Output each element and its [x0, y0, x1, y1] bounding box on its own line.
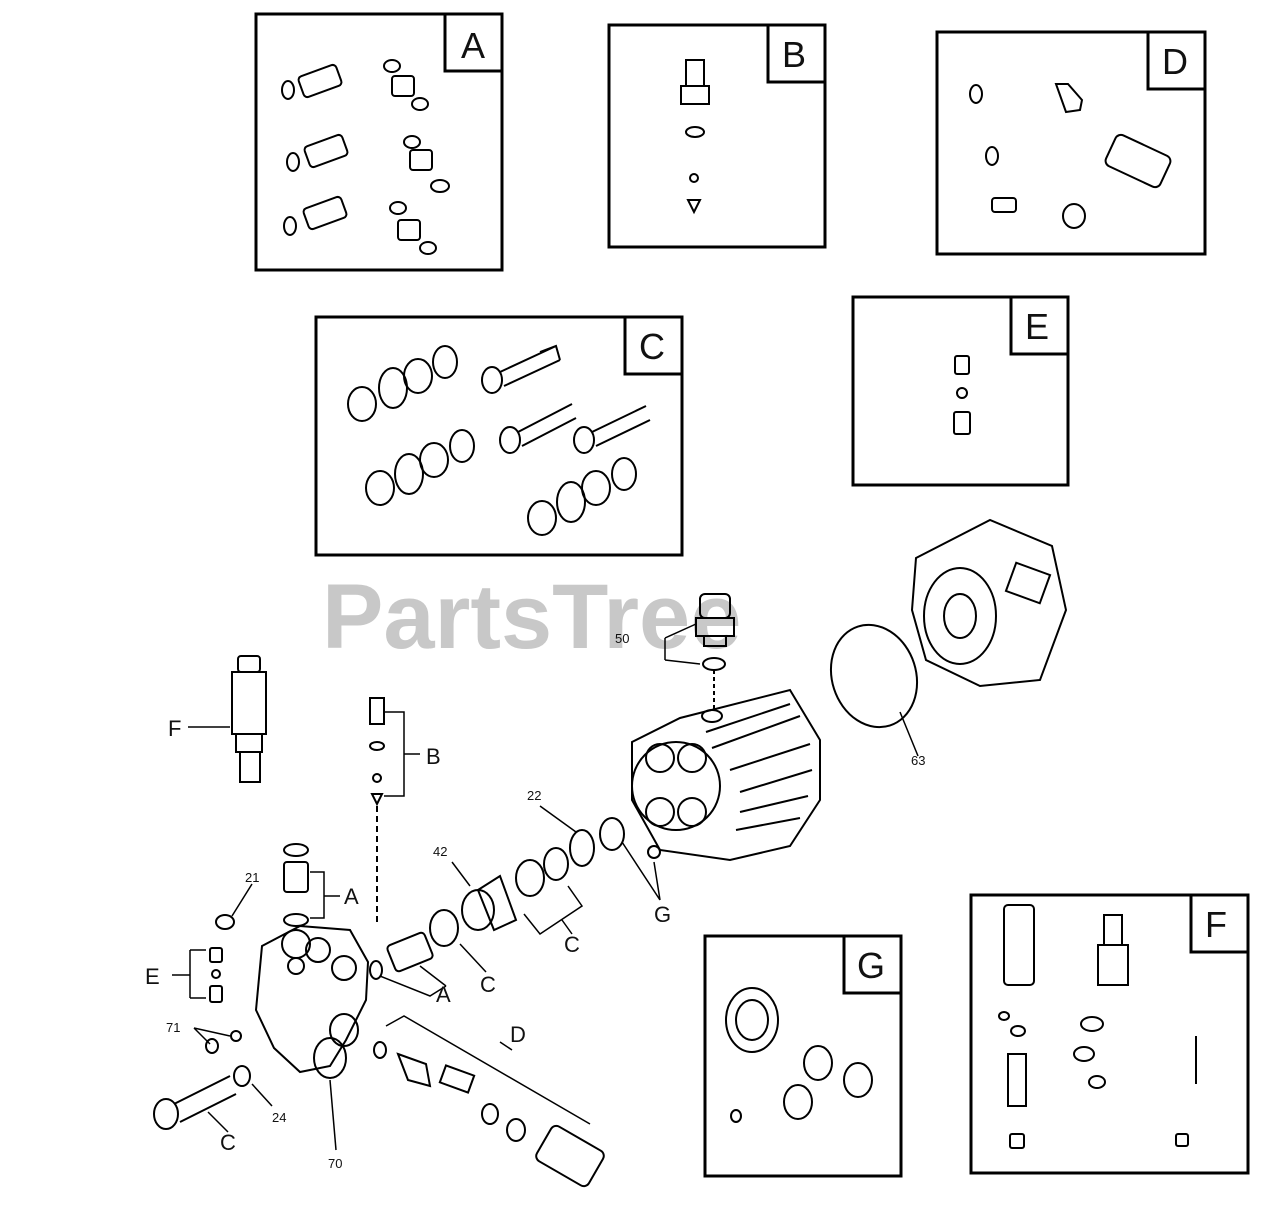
- leader-lines: [172, 623, 919, 1151]
- callout-c-mid: C: [480, 972, 496, 997]
- callout-f: F: [168, 716, 181, 741]
- inset-box-f: F: [969, 893, 1250, 1175]
- callout-a-top: A: [344, 884, 359, 909]
- inset-box-a: A: [254, 12, 504, 272]
- inset-label-d: D: [1162, 41, 1188, 82]
- callout-c-right: C: [564, 932, 580, 957]
- check-valve-a-icon: [369, 931, 434, 980]
- watermark-text: PartsTree: [322, 566, 741, 668]
- fitting-50-icon: [695, 593, 735, 710]
- spring-e-icon: [209, 947, 223, 1003]
- inset-box-b: B: [607, 23, 827, 249]
- spring-ball-icon: [953, 355, 971, 435]
- callout-22: 22: [527, 788, 541, 803]
- callout-21: 21: [245, 870, 259, 885]
- o-ring-63-icon: [829, 623, 919, 729]
- valve-spring-a-icon: [215, 843, 309, 930]
- seal-kit-icon: [347, 345, 637, 536]
- oil-seal-icon: [725, 987, 873, 1123]
- callout-c-bolt: C: [220, 1130, 236, 1155]
- callout-b: B: [426, 744, 441, 769]
- inset-label-g: G: [857, 945, 885, 986]
- inset-box-c: C: [314, 315, 684, 557]
- unloader-icon: [969, 83, 1172, 229]
- unloader-f-icon: [231, 655, 267, 783]
- unloader-d-icon: [373, 1041, 605, 1188]
- callout-e: E: [145, 964, 160, 989]
- inset-box-d: D: [935, 30, 1207, 256]
- inset-label-e: E: [1025, 306, 1049, 347]
- seals-42-icon: [429, 817, 661, 947]
- callout-63: 63: [911, 753, 925, 768]
- pump-housing-icon: [631, 688, 821, 862]
- inset-label-c: C: [639, 326, 665, 367]
- inset-label-f: F: [1205, 904, 1227, 945]
- check-valve-icon: [281, 63, 349, 236]
- callout-24: 24: [272, 1110, 286, 1125]
- callout-g: G: [654, 902, 671, 927]
- bolt-icon: [481, 344, 651, 454]
- callout-71: 71: [166, 1020, 180, 1035]
- pump-cover-icon: [910, 518, 1068, 688]
- valve-spring-icon: [383, 59, 450, 255]
- inset-box-g: G: [703, 934, 903, 1178]
- inset-label-b: B: [782, 34, 806, 75]
- manifold-icon: [254, 924, 370, 1079]
- inset-label-a: A: [461, 25, 485, 66]
- callout-70: 70: [328, 1156, 342, 1171]
- bolt-c-icon: [153, 1030, 251, 1130]
- fitting-b-icon: [369, 697, 385, 926]
- inset-box-e: E: [851, 295, 1070, 487]
- callout-50: 50: [615, 631, 629, 646]
- callout-d: D: [510, 1022, 526, 1047]
- callout-a-low: A: [436, 982, 451, 1007]
- fitting-icon: [680, 59, 710, 215]
- pressure-valve-icon: [998, 904, 1197, 1149]
- callout-42: 42: [433, 844, 447, 859]
